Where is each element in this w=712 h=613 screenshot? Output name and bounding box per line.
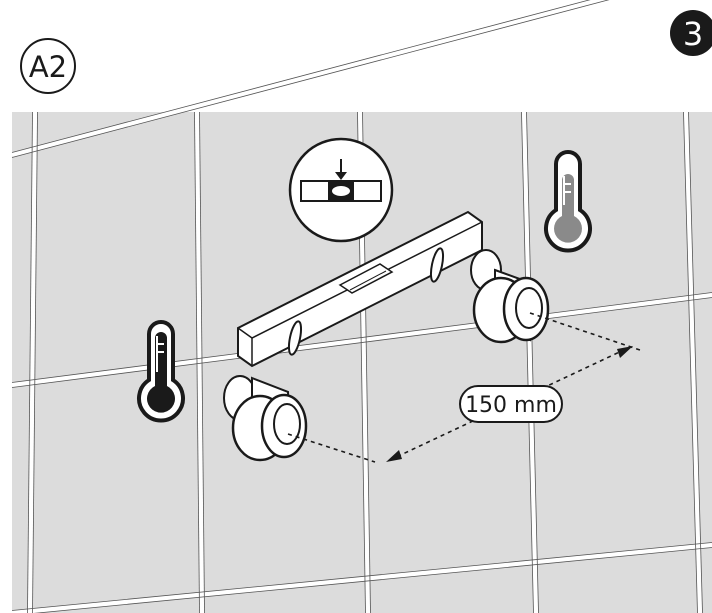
left-wall-connector — [223, 375, 308, 462]
right-wall-connector — [470, 249, 550, 344]
distance-value: 150 mm — [465, 393, 557, 418]
spirit-level-icon — [288, 137, 394, 243]
variant-label-text: A2 — [29, 50, 67, 84]
thermometer-cold-icon — [544, 150, 592, 253]
step-badge: 3 — [670, 10, 712, 56]
mounting-bracket — [237, 210, 483, 368]
step-number: 3 — [683, 15, 703, 53]
dimension-arrows — [386, 346, 633, 462]
distance-label: 150 mm — [459, 385, 563, 423]
thermometer-hot-icon — [137, 320, 185, 423]
variant-label: A2 — [20, 38, 76, 94]
